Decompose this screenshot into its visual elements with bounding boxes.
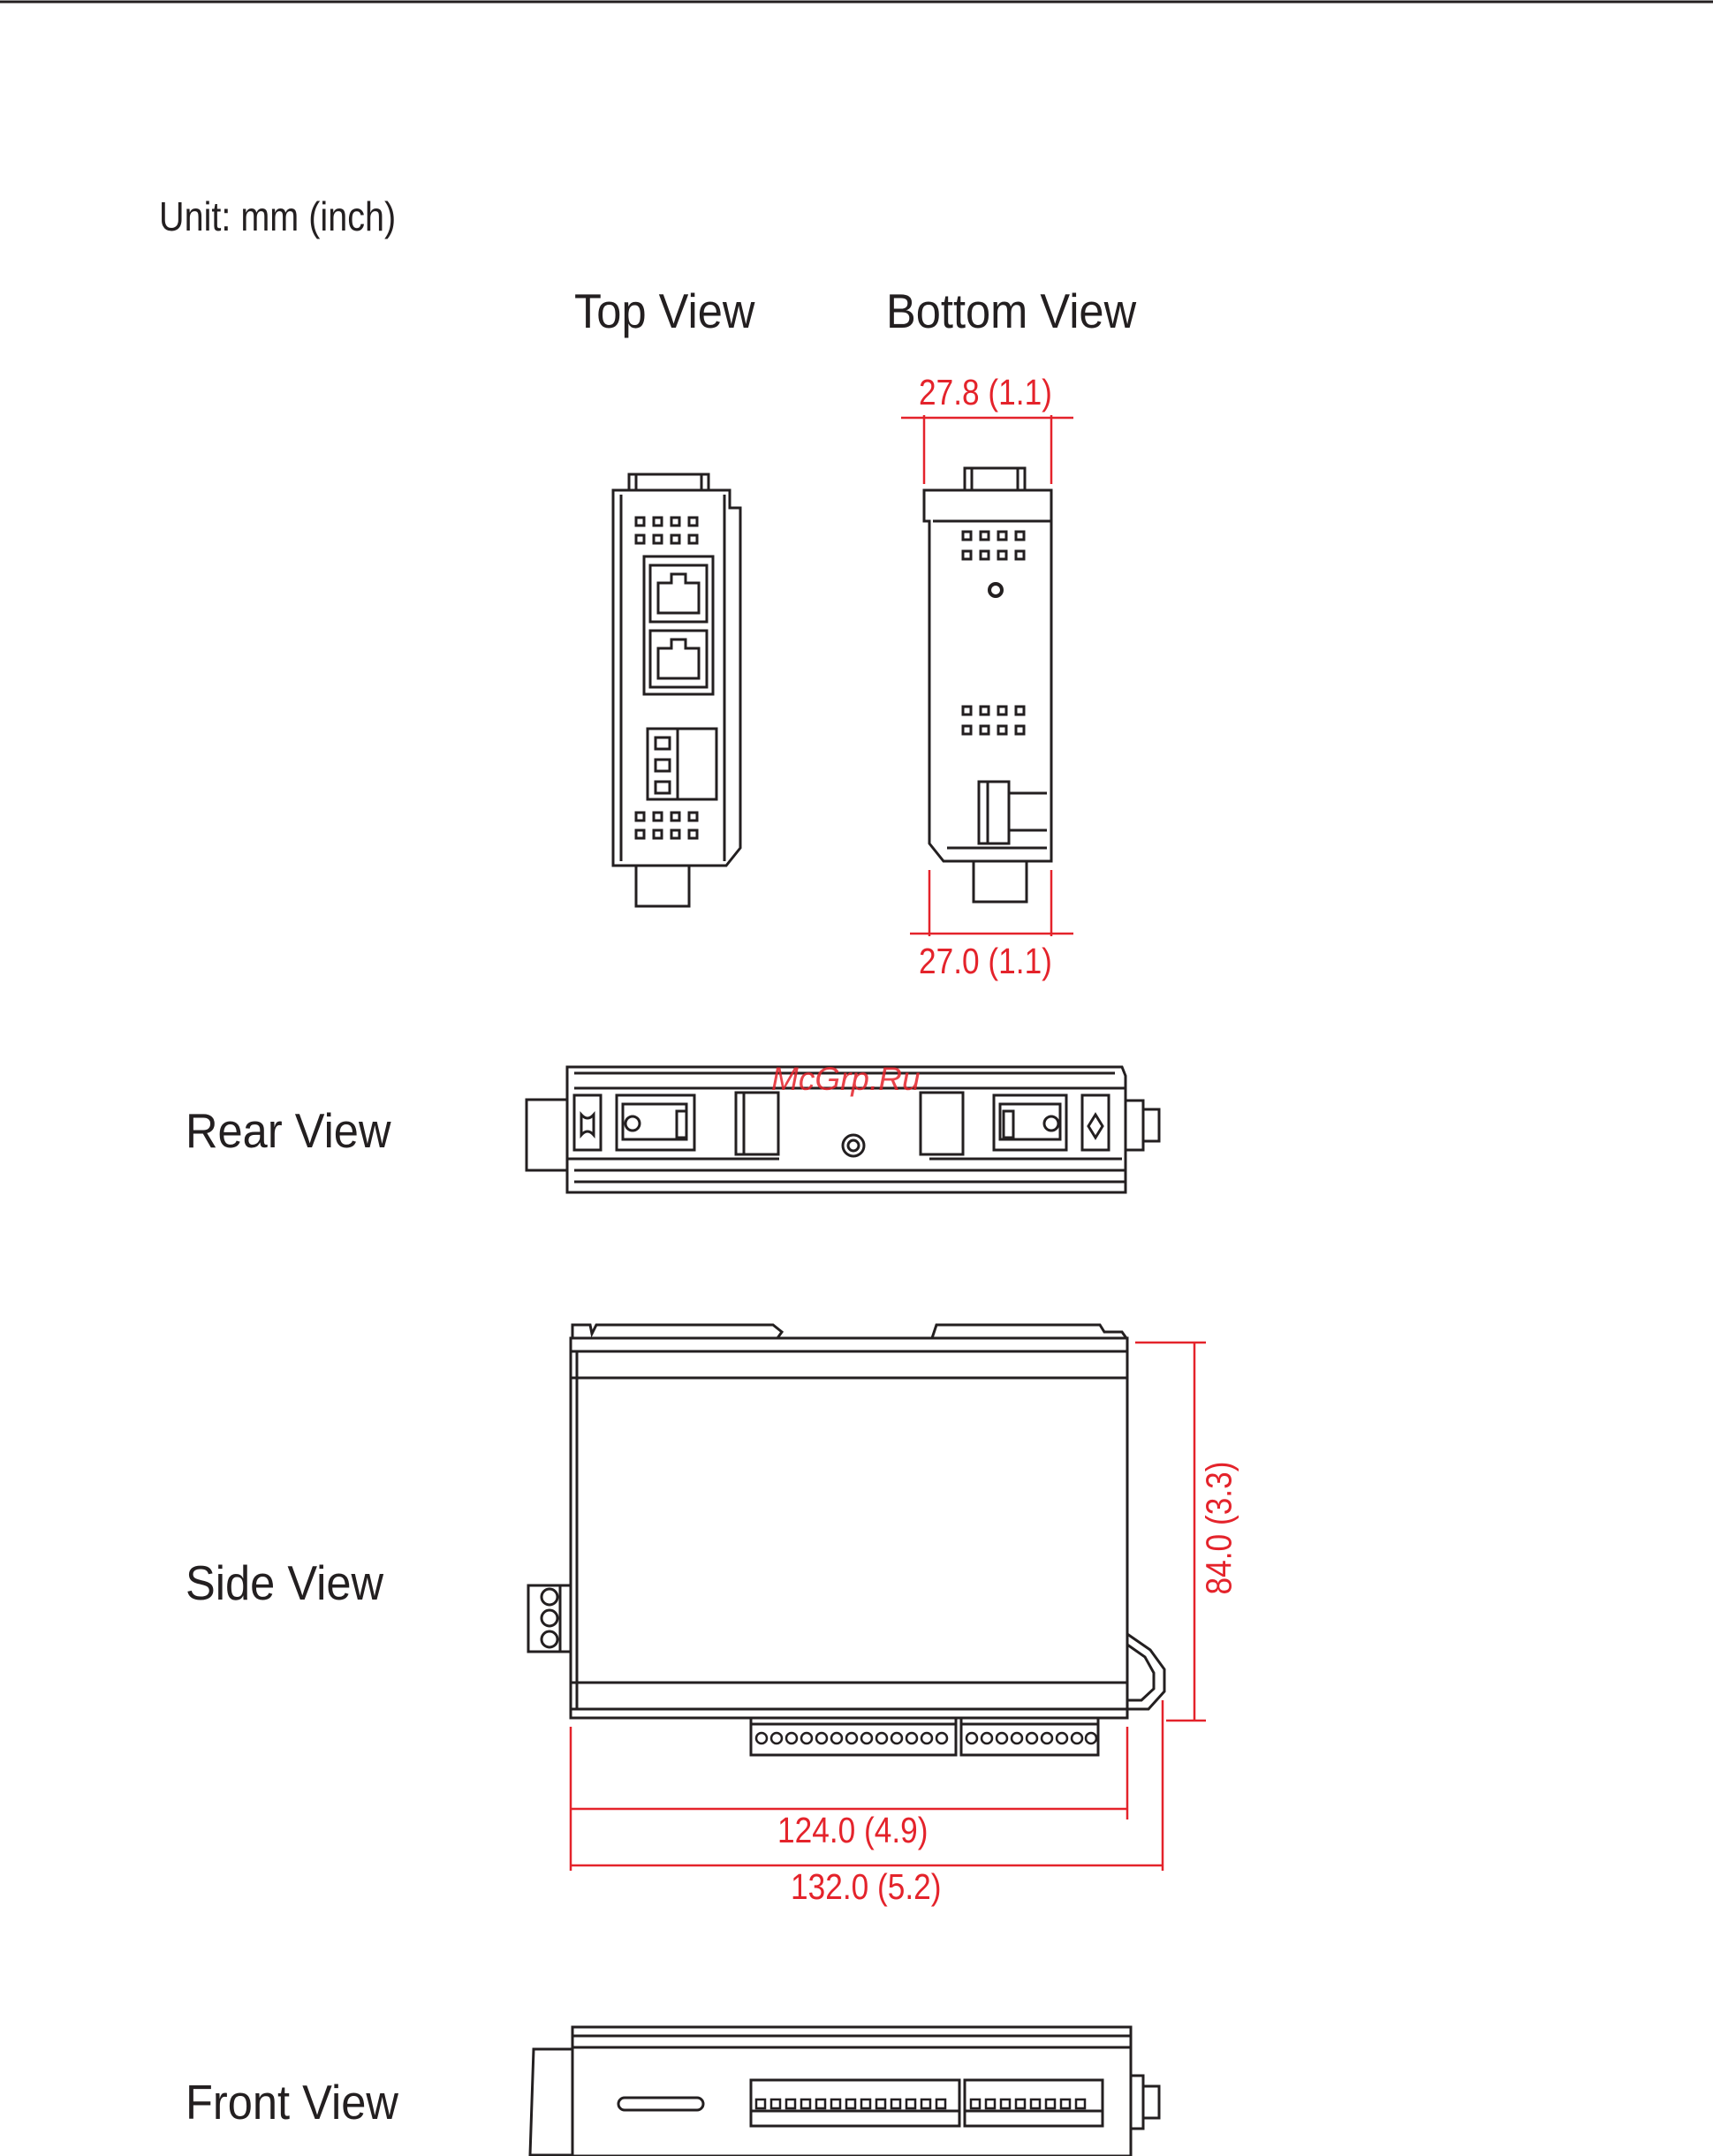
bottom-view-led-row-1 <box>963 532 1024 559</box>
top-view-led-row-1 <box>636 518 697 543</box>
bottom-view-led-row-2 <box>963 707 1024 734</box>
top-view-led-row-2 <box>636 813 697 838</box>
watermark: McGrp.Ru <box>771 1063 921 1095</box>
rear-view-title: Rear View <box>186 1107 391 1155</box>
top-view-drawing <box>613 474 740 906</box>
unit-label: Unit: mm (inch) <box>159 196 396 237</box>
side-view-title: Side View <box>186 1559 383 1608</box>
front-view-drawing <box>530 2027 1159 2156</box>
bottom-view-title: Bottom View <box>886 287 1136 336</box>
bottom-view-dimension-lines <box>901 415 1073 936</box>
top-view-title: Top View <box>574 287 754 336</box>
dimension-side-height: 84.0 (3.3) <box>1201 1462 1238 1595</box>
side-view-terminal-screws <box>756 1733 1096 1744</box>
dimension-bottom-lower-width: 27.0 (1.1) <box>919 943 1052 980</box>
side-view-drawing <box>528 1325 1164 1755</box>
bottom-view-drawing <box>924 468 1051 902</box>
front-view-terminal-slots <box>756 2099 1085 2108</box>
dimension-side-body-length: 124.0 (4.9) <box>777 1812 929 1849</box>
side-view-dimension-lines <box>571 1343 1206 1871</box>
front-view-title: Front View <box>186 2078 398 2127</box>
dimension-side-total-length: 132.0 (5.2) <box>791 1869 942 1905</box>
dimension-bottom-top-width: 27.8 (1.1) <box>919 374 1052 411</box>
